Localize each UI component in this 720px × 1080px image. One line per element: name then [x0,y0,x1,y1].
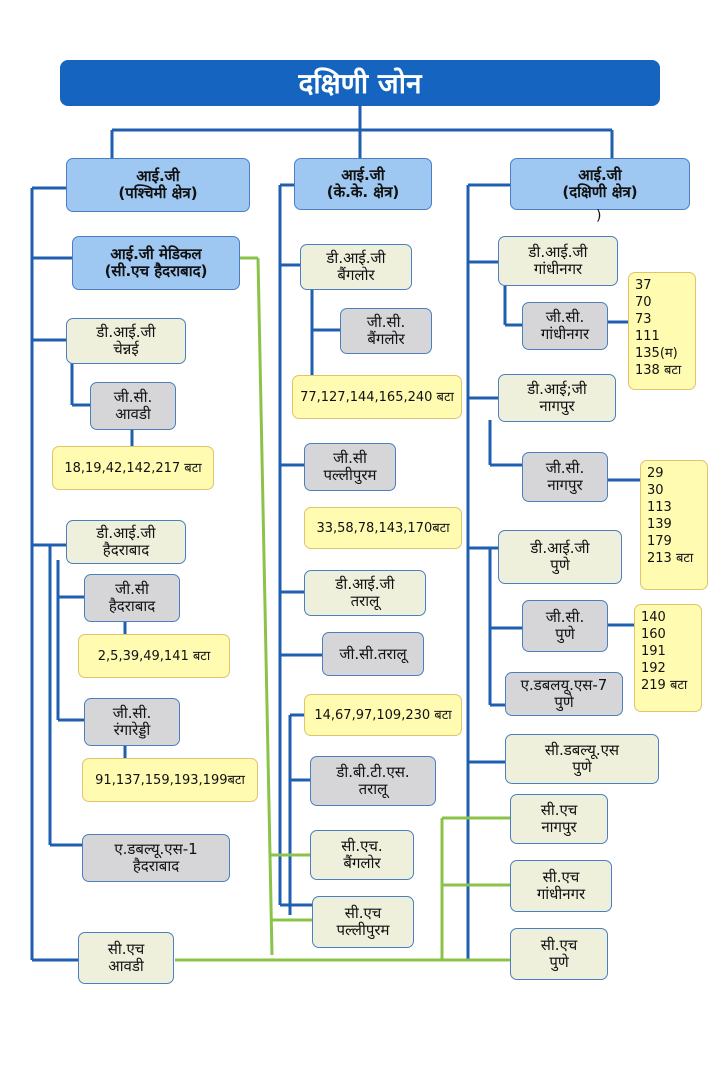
battalion-nagpur-box: 29 30 113 139 179 213 बटा [640,460,708,590]
battalion-gandhinagar-box: 37 70 73 111 135(म) 138 बटा [628,272,696,390]
ig-kk-box: आई.जी (के.के. क्षेत्र) [294,158,432,210]
stray-bracket: ) [596,208,602,224]
aws-pune-box: ए.डबलयू.एस-7 पुणे [505,672,623,716]
aws-hyderabad-box: ए.डबल्यू.एस-1 हैदराबाद [82,834,230,882]
gc-nagpur-box: जी.सी. नागपुर [522,452,608,502]
ig-west-box: आई.जी (पश्चिमी क्षेत्र) [66,158,250,212]
gc-taraloo-box: जी.सी.तरालू [322,632,424,676]
battalion-rangareddy-box: 91,137,159,193,199बटा [82,758,258,802]
dig-chennai-box: डी.आई.जी चेन्नई [66,318,186,364]
battalion-pallipuram-box: 33,58,78,143,170बटा [304,507,462,549]
ch-avadi-box: सी.एच आवडी [78,932,174,984]
gc-pune-box: जी.सी. पुणे [522,600,608,652]
ch-pallipuram-box: सी.एच पल्लीपुरम [312,896,414,948]
dig-gandhinagar-box: डी.आई.जी गांधीनगर [498,236,618,286]
dig-pune-box: डी.आई.जी पुणे [498,530,622,584]
gc-bangalore-box: जी.सी. बैंगलोर [340,308,432,354]
gc-avadi-box: जी.सी. आवडी [90,382,176,430]
ch-bangalore-box: सी.एच. बैंगलोर [310,830,414,880]
battalion-avadi-box: 18,19,42,142,217 बटा [52,446,214,490]
ch-pune-box: सी.एच पुणे [510,928,608,980]
gc-rangareddy-box: जी.सी. रंगारेड्डी [84,698,180,746]
dig-nagpur-box: डी.आई;जी नागपुर [498,374,616,422]
ig-south-box: आई.जी (दक्षिणी क्षेत्र) [510,158,690,210]
battalion-bangalore-box: 77,127,144,165,240 बटा [292,375,462,419]
ig-medical-box: आई.जी मेडिकल (सी.एच हैदराबाद) [72,236,240,290]
page-title: दक्षिणी जोन [60,60,660,106]
gc-gandhinagar-box: जी.सी. गांधीनगर [522,302,608,350]
ch-gandhinagar-box: सी.एच गांधीनगर [510,860,612,912]
battalion-hyderabad-box: 2,5,39,49,141 बटा [78,634,230,678]
ch-nagpur-box: सी.एच नागपुर [510,794,608,844]
battalion-pune-box: 140 160 191 192 219 बटा [634,604,702,712]
gc-pallipuram-box: जी.सी पल्लीपुरम [304,443,396,491]
battalion-taraloo-box: 14,67,97,109,230 बटा [304,694,462,736]
dig-bangalore-box: डी.आई.जी बैंगलोर [300,244,412,290]
dbts-taraloo-box: डी.बी.टी.एस. तरालू [310,756,436,806]
dig-taraloo-box: डी.आई.जी तरालू [304,570,426,616]
dig-hyderabad-box: डी.आई.जी हैदराबाद [66,520,186,564]
gc-hyderabad-box: जी.सी हैदराबाद [84,574,180,622]
cws-pune-box: सी.डबल्यू.एस पुणे [505,734,659,784]
